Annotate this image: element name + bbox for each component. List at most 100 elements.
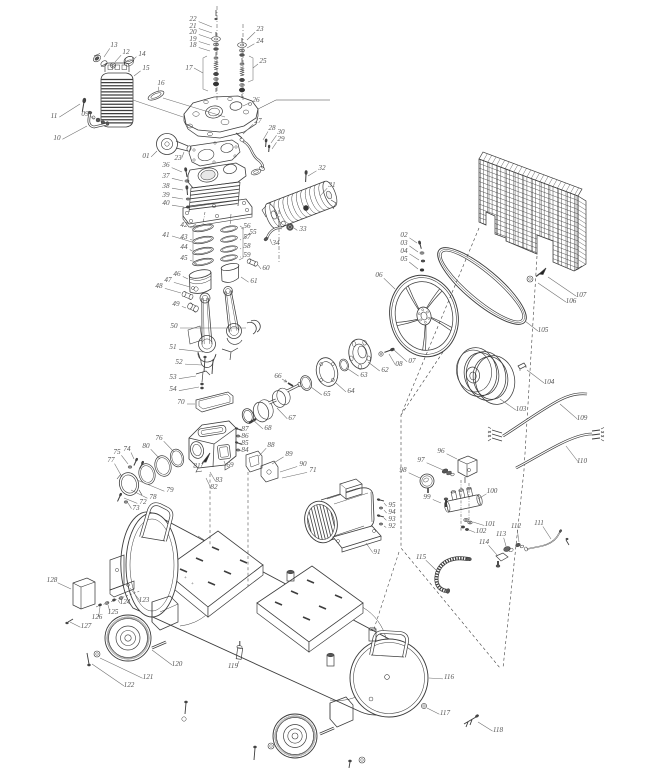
- svg-text:124: 124: [120, 598, 131, 606]
- svg-text:20: 20: [189, 28, 197, 36]
- svg-text:65: 65: [323, 390, 331, 398]
- svg-text:64: 64: [347, 387, 355, 395]
- svg-text:23: 23: [174, 154, 182, 162]
- svg-text:08: 08: [395, 360, 403, 368]
- svg-text:109: 109: [577, 414, 588, 422]
- svg-text:48: 48: [155, 282, 163, 290]
- svg-text:104: 104: [544, 378, 555, 386]
- svg-text:14: 14: [138, 50, 146, 58]
- svg-text:07: 07: [408, 357, 416, 365]
- svg-text:119: 119: [228, 662, 239, 670]
- svg-text:37: 37: [161, 172, 170, 180]
- svg-text:42: 42: [180, 221, 188, 229]
- svg-text:01: 01: [142, 152, 149, 160]
- svg-text:91: 91: [373, 548, 380, 556]
- svg-text:114: 114: [479, 538, 490, 546]
- svg-text:125: 125: [108, 608, 119, 616]
- svg-text:31: 31: [327, 181, 335, 189]
- svg-text:44: 44: [180, 243, 188, 251]
- svg-text:102: 102: [476, 527, 487, 535]
- svg-text:95: 95: [388, 501, 396, 509]
- svg-text:92: 92: [388, 522, 396, 530]
- svg-text:57: 57: [243, 233, 251, 241]
- svg-text:75: 75: [113, 448, 121, 456]
- svg-text:110: 110: [577, 457, 588, 465]
- svg-text:04: 04: [400, 247, 408, 255]
- svg-text:117: 117: [440, 709, 451, 717]
- svg-text:94: 94: [388, 508, 396, 516]
- svg-text:96: 96: [437, 447, 445, 455]
- svg-text:49: 49: [172, 300, 180, 308]
- svg-text:82: 82: [210, 483, 218, 491]
- svg-text:55: 55: [249, 228, 257, 236]
- svg-text:10: 10: [53, 134, 61, 142]
- svg-text:88: 88: [267, 441, 275, 449]
- svg-text:26: 26: [252, 96, 260, 104]
- svg-text:120: 120: [172, 660, 183, 668]
- svg-text:05: 05: [400, 255, 408, 263]
- svg-text:72: 72: [139, 498, 147, 506]
- svg-text:98: 98: [399, 466, 407, 474]
- svg-text:63: 63: [360, 371, 368, 379]
- svg-text:73: 73: [132, 504, 140, 512]
- svg-text:122: 122: [124, 681, 135, 689]
- svg-text:59: 59: [243, 251, 251, 259]
- svg-text:02: 02: [400, 231, 408, 239]
- svg-text:58: 58: [243, 242, 251, 250]
- svg-text:12: 12: [122, 48, 130, 56]
- svg-text:51: 51: [169, 343, 176, 351]
- svg-text:105: 105: [538, 326, 549, 334]
- svg-text:61: 61: [250, 277, 257, 285]
- svg-text:11: 11: [51, 112, 58, 120]
- svg-text:33: 33: [298, 225, 307, 233]
- svg-text:111: 111: [534, 519, 544, 527]
- svg-text:36: 36: [161, 161, 170, 169]
- svg-text:77: 77: [107, 456, 115, 464]
- svg-text:39: 39: [161, 191, 170, 199]
- svg-text:54: 54: [169, 385, 177, 393]
- svg-text:118: 118: [493, 726, 504, 734]
- svg-text:115: 115: [416, 553, 427, 561]
- svg-text:103: 103: [516, 405, 527, 413]
- svg-text:28: 28: [268, 124, 276, 132]
- svg-text:106: 106: [566, 297, 577, 305]
- svg-text:89: 89: [285, 450, 293, 458]
- svg-text:62: 62: [381, 366, 389, 374]
- svg-text:66: 66: [274, 372, 282, 380]
- svg-text:45: 45: [180, 254, 188, 262]
- svg-text:128: 128: [47, 576, 58, 584]
- svg-text:67: 67: [288, 414, 296, 422]
- svg-text:24: 24: [256, 37, 264, 45]
- svg-text:19: 19: [189, 35, 197, 43]
- svg-text:15: 15: [142, 64, 150, 72]
- svg-text:84: 84: [241, 446, 249, 454]
- svg-text:40: 40: [162, 199, 170, 207]
- svg-text:47: 47: [164, 276, 172, 284]
- svg-text:101: 101: [485, 520, 496, 528]
- svg-text:17: 17: [185, 64, 193, 72]
- svg-text:99: 99: [423, 493, 431, 501]
- svg-text:112: 112: [511, 522, 522, 530]
- svg-text:25: 25: [259, 57, 267, 65]
- svg-text:68: 68: [264, 424, 272, 432]
- svg-text:29: 29: [277, 135, 285, 143]
- svg-text:32: 32: [317, 164, 326, 172]
- svg-text:16: 16: [157, 79, 165, 87]
- svg-text:60: 60: [262, 264, 270, 272]
- svg-text:21: 21: [189, 22, 196, 30]
- svg-text:53: 53: [169, 373, 177, 381]
- svg-text:+: +: [191, 582, 194, 587]
- svg-text:123: 123: [139, 596, 150, 604]
- svg-text:56: 56: [243, 222, 251, 230]
- svg-text:34: 34: [271, 239, 280, 247]
- svg-text:116: 116: [444, 673, 455, 681]
- svg-text:121: 121: [143, 673, 154, 681]
- svg-text:97: 97: [417, 456, 425, 464]
- svg-text:13: 13: [110, 41, 118, 49]
- svg-text:06: 06: [375, 271, 383, 279]
- svg-text:83: 83: [215, 476, 223, 484]
- svg-text:03: 03: [400, 239, 408, 247]
- svg-text:76: 76: [155, 434, 163, 442]
- svg-text:27: 27: [254, 117, 262, 125]
- svg-text:43: 43: [180, 233, 188, 241]
